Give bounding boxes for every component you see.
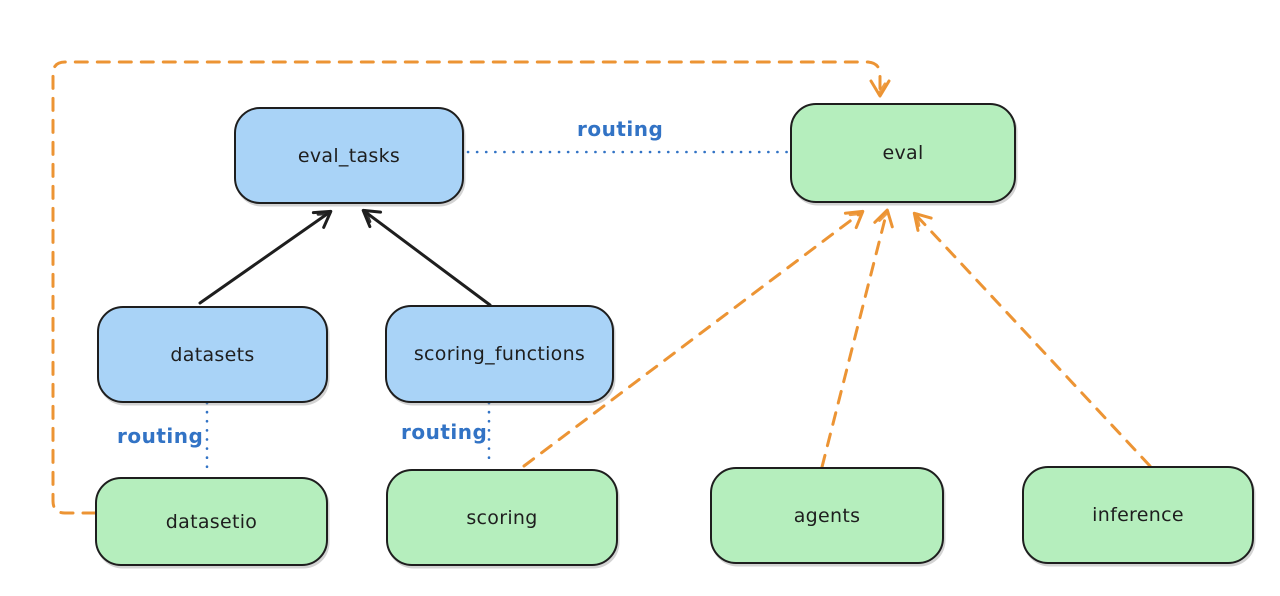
node-scoring-functions: scoring_functions	[385, 305, 614, 403]
node-eval-label: eval	[882, 142, 924, 164]
edge-inference-to-eval	[912, 211, 1152, 468]
node-datasetio-label: datasetio	[165, 510, 258, 533]
routing-label-datasets-datasetio: routing	[117, 424, 204, 448]
routing-label-scoring-functions-scoring: routing	[401, 420, 488, 444]
edge-datasetio-to-eval	[51, 60, 891, 515]
node-scoring: scoring	[386, 469, 618, 566]
node-datasetio: datasetio	[95, 477, 328, 566]
node-datasets: datasets	[97, 306, 328, 403]
node-datasets-label: datasets	[170, 343, 255, 366]
node-inference: inference	[1022, 466, 1254, 564]
node-scoring-functions-label: scoring_functions	[413, 343, 586, 365]
node-eval: eval	[790, 103, 1016, 203]
edge-scoring-functions-to-eval-tasks	[361, 208, 492, 307]
node-agents-label: agents	[793, 504, 861, 527]
node-scoring-label: scoring	[466, 506, 538, 529]
edge-datasets-to-eval-tasks	[198, 209, 333, 305]
node-inference-label: inference	[1092, 504, 1184, 526]
node-eval-tasks-label: eval_tasks	[297, 144, 401, 167]
edge-scoring-to-eval	[522, 209, 865, 468]
node-eval-tasks: eval_tasks	[234, 107, 464, 204]
routing-label-eval-tasks-eval: routing	[577, 117, 664, 141]
edge-agents-to-eval	[820, 208, 894, 469]
node-agents: agents	[710, 467, 944, 564]
